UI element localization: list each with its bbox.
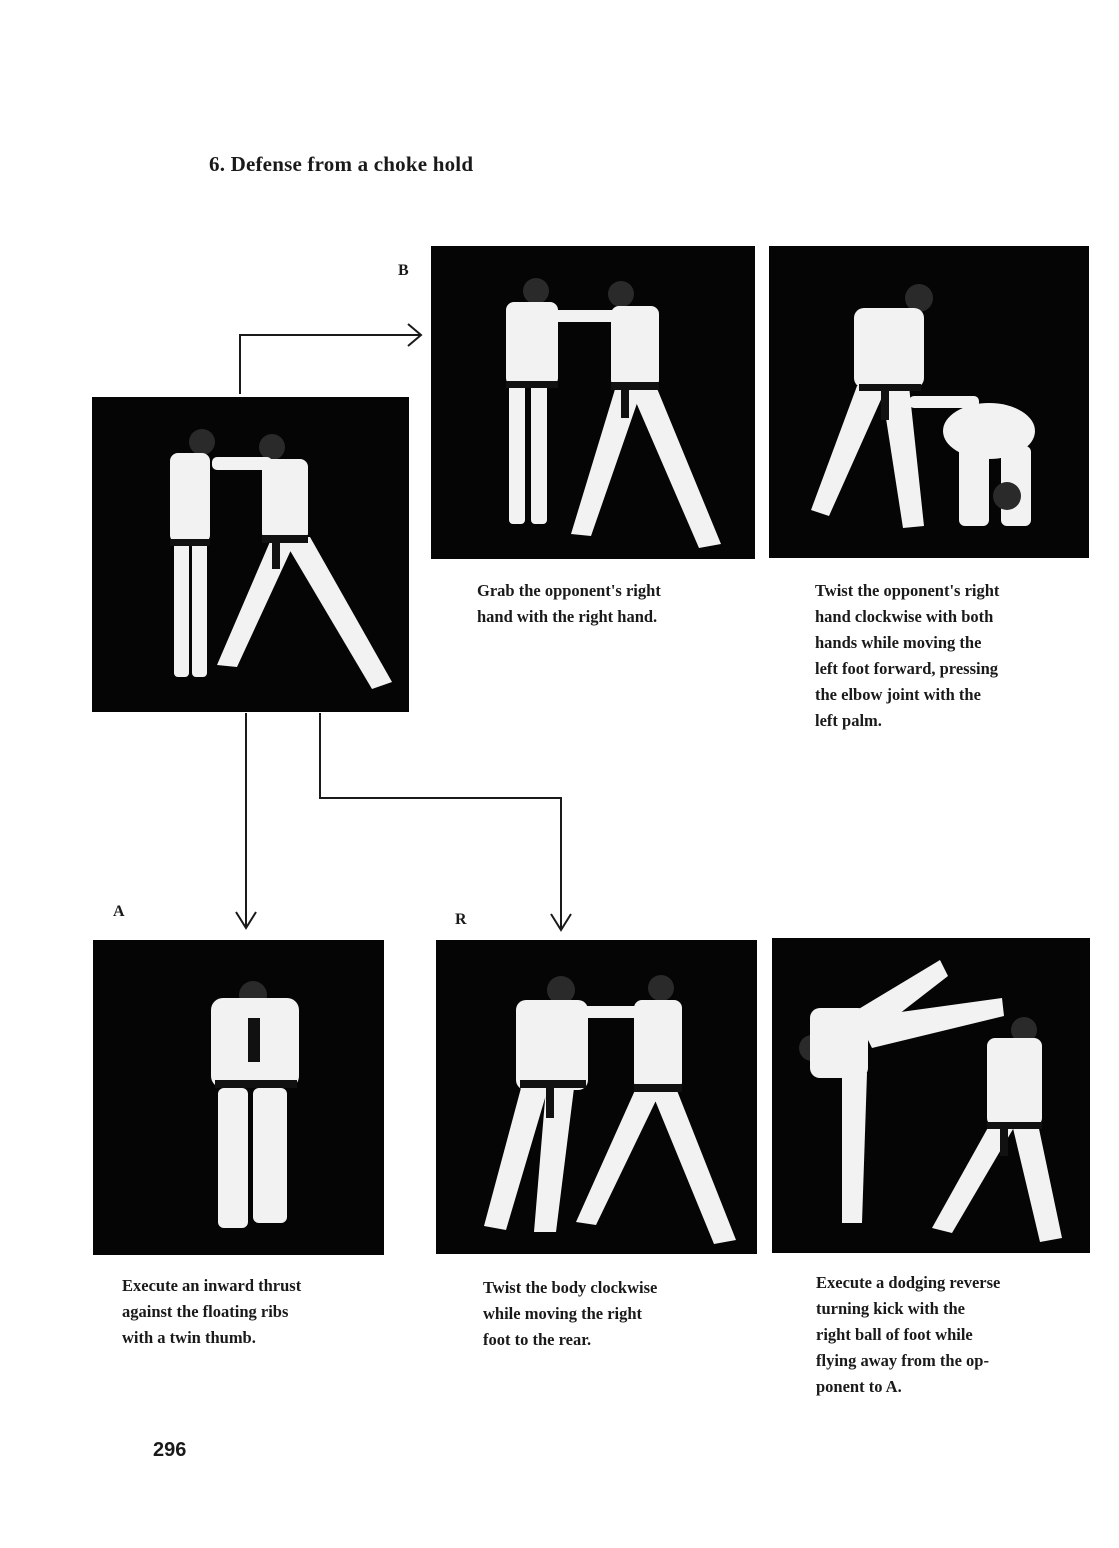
branch-label-r: R	[455, 911, 467, 928]
inward-thrust-photo	[93, 940, 384, 1255]
branch-label-b: B	[398, 262, 409, 279]
twist-and-press-elbow-photo	[769, 246, 1089, 558]
twist-body-clockwise-photo	[436, 940, 757, 1254]
page-number: 296	[153, 1439, 187, 1461]
branch-label-a: A	[113, 903, 125, 920]
arrow-to-r	[319, 713, 562, 930]
arrow-to-b	[239, 334, 420, 394]
grab-right-hand-photo	[431, 246, 755, 559]
reverse-turning-kick-photo	[772, 938, 1090, 1253]
choke-hold-start-photo	[92, 397, 409, 712]
section-heading: 6. Defense from a choke hold	[209, 152, 474, 176]
caption-inward-thrust: Execute an inward thrust against the flo…	[122, 1276, 302, 1347]
caption-twist-and-press-elbow: Twist the opponent's right hand clockwis…	[815, 581, 1000, 730]
caption-grab-right-hand: Grab the opponent's right hand with the …	[477, 581, 661, 626]
caption-twist-body-clockwise: Twist the body clockwise while moving th…	[483, 1278, 658, 1349]
caption-reverse-turning-kick: Execute a dodging reverse turning kick w…	[816, 1273, 1001, 1396]
